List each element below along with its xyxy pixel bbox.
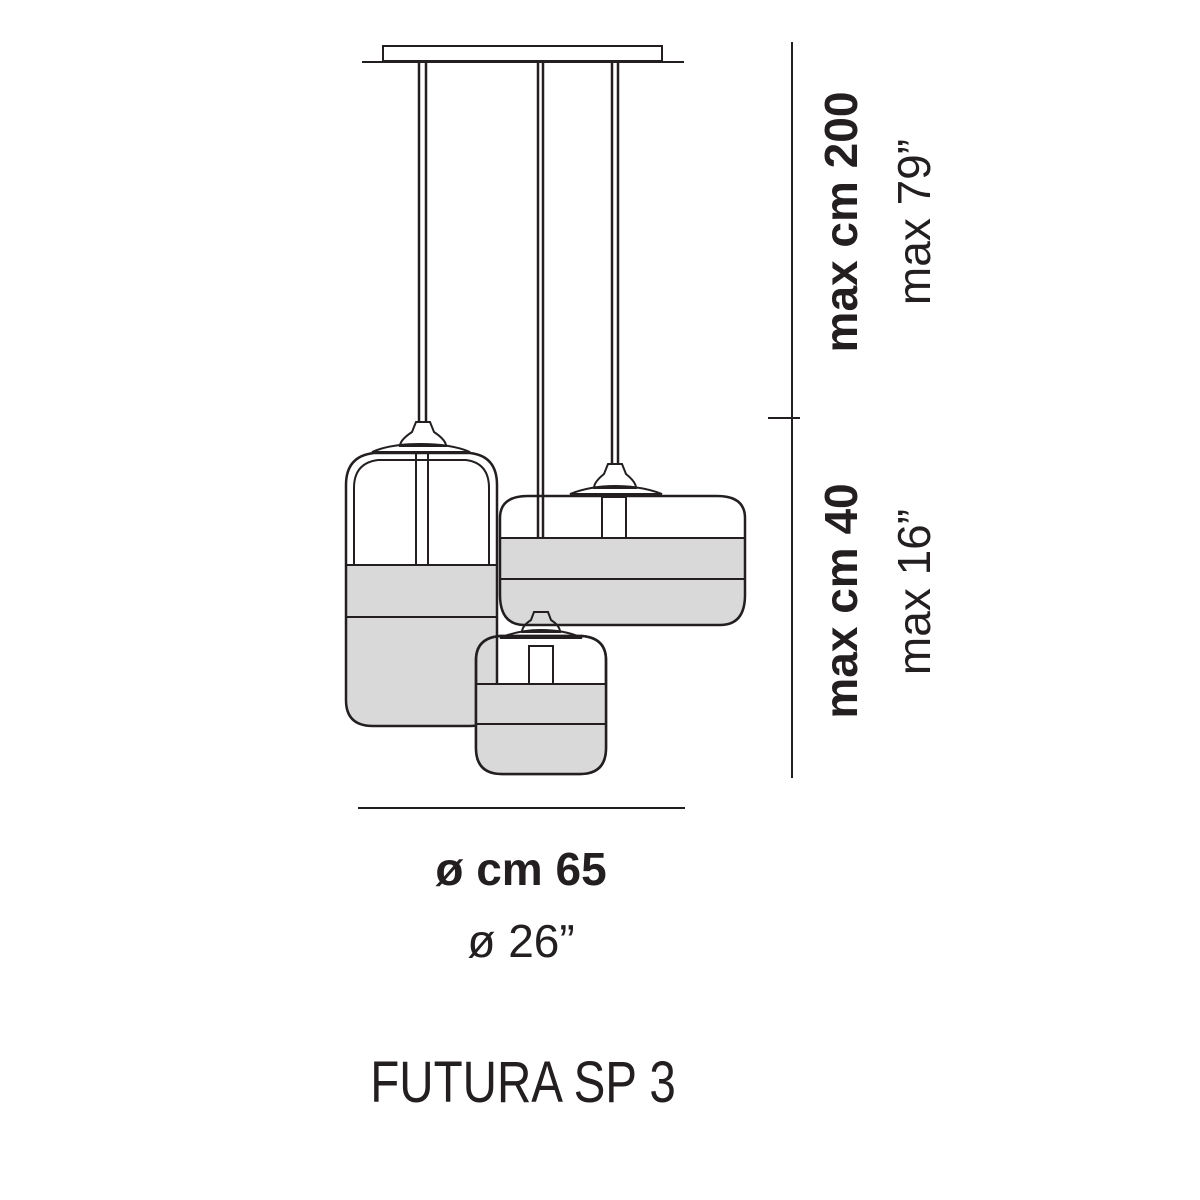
ceiling-canopy (362, 45, 684, 63)
diameter-metric-label: ø cm 65 (435, 843, 606, 895)
suspension-cables (417, 62, 620, 612)
diameter-imperial-label: ø 26” (467, 915, 574, 967)
height-lamp-imperial-label: max 16” (888, 509, 940, 675)
height-total-imperial-label: max 79” (888, 139, 940, 305)
height-total-metric-label: max cm 200 (815, 92, 867, 353)
product-name: FUTURA SP 3 (370, 1051, 676, 1116)
height-dimension-lines (768, 42, 800, 778)
height-lamp-metric-label: max cm 40 (815, 483, 867, 718)
pendant-small (474, 611, 608, 776)
pendant-tall (344, 421, 499, 728)
pendant-wide (498, 463, 747, 627)
